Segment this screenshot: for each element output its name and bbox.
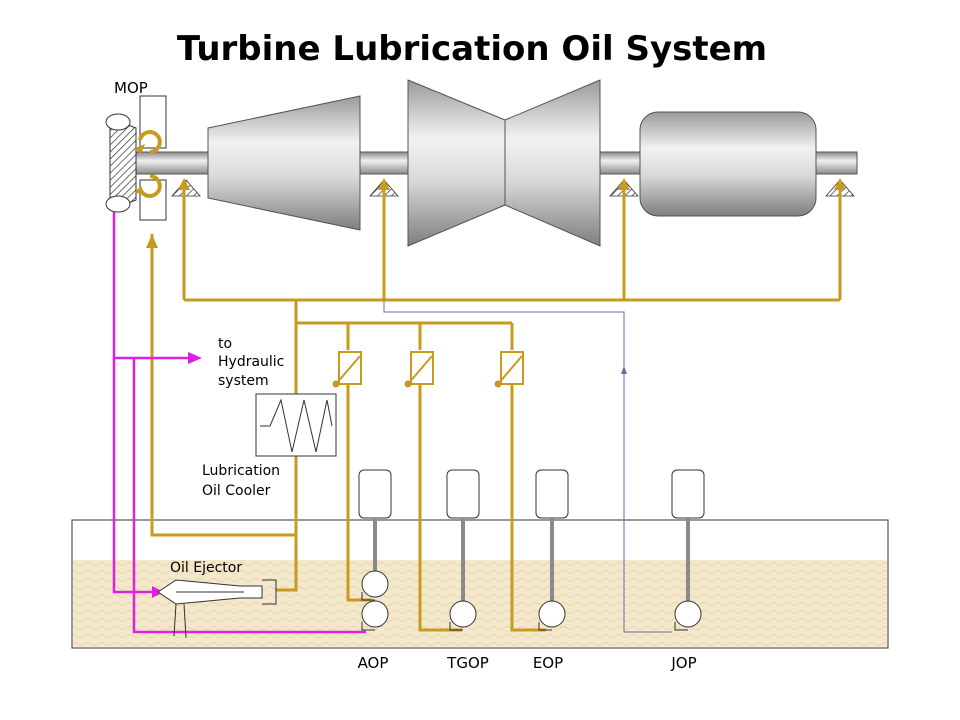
jop-pump xyxy=(674,600,702,631)
aop-label: AOP xyxy=(358,654,389,672)
mop-pump xyxy=(105,95,167,221)
ejector-label: Oil Ejector xyxy=(170,560,242,576)
hp-turbine xyxy=(207,95,361,231)
hydraulic-label: Hydraulic xyxy=(218,354,284,370)
ejector-to-aop-line xyxy=(132,358,366,634)
hydraulic-to-label: to xyxy=(218,336,232,352)
jop-motor xyxy=(671,469,705,519)
generator xyxy=(639,111,817,217)
eop-label: EOP xyxy=(533,654,563,672)
aop-motor xyxy=(358,469,392,519)
hydraulic-system-label: system xyxy=(218,373,269,389)
tgop-label: TGOP xyxy=(446,654,489,672)
diagram-title: Turbine Lubrication Oil System xyxy=(177,29,767,69)
bearing-arrows xyxy=(178,178,846,190)
cooler-label-line2: Oil Cooler xyxy=(202,483,271,499)
mop-oil-line xyxy=(150,234,296,537)
jop-label: JOP xyxy=(670,654,696,672)
check-valve-eop xyxy=(494,351,524,388)
lp-turbine-left xyxy=(407,79,506,247)
tgop-motor xyxy=(446,469,480,519)
eop-discharge xyxy=(510,384,546,632)
hydraulic-arrow xyxy=(188,352,202,364)
eop-pump xyxy=(538,600,566,631)
cooler-label-line1: Lubrication xyxy=(202,463,280,479)
check-valve-aop xyxy=(332,351,362,388)
oil-cooler-coil xyxy=(260,398,333,453)
tgop-pump xyxy=(449,600,477,631)
mop-label: MOP xyxy=(114,79,148,97)
oil-ejector xyxy=(157,579,277,639)
ejector-motive-line xyxy=(112,212,154,594)
pump-shafts xyxy=(373,518,690,604)
mop-oil-arrow xyxy=(146,234,158,248)
tgop-discharge xyxy=(418,384,462,632)
lp-turbine-right xyxy=(504,79,601,247)
eop-motor xyxy=(535,469,569,519)
jop-line xyxy=(383,300,672,633)
oil-cooler xyxy=(255,393,337,457)
check-valve-tgop xyxy=(404,351,434,388)
aop-pump xyxy=(361,600,389,631)
jop-arrow xyxy=(621,366,627,374)
aop-pump-upper xyxy=(361,570,389,601)
